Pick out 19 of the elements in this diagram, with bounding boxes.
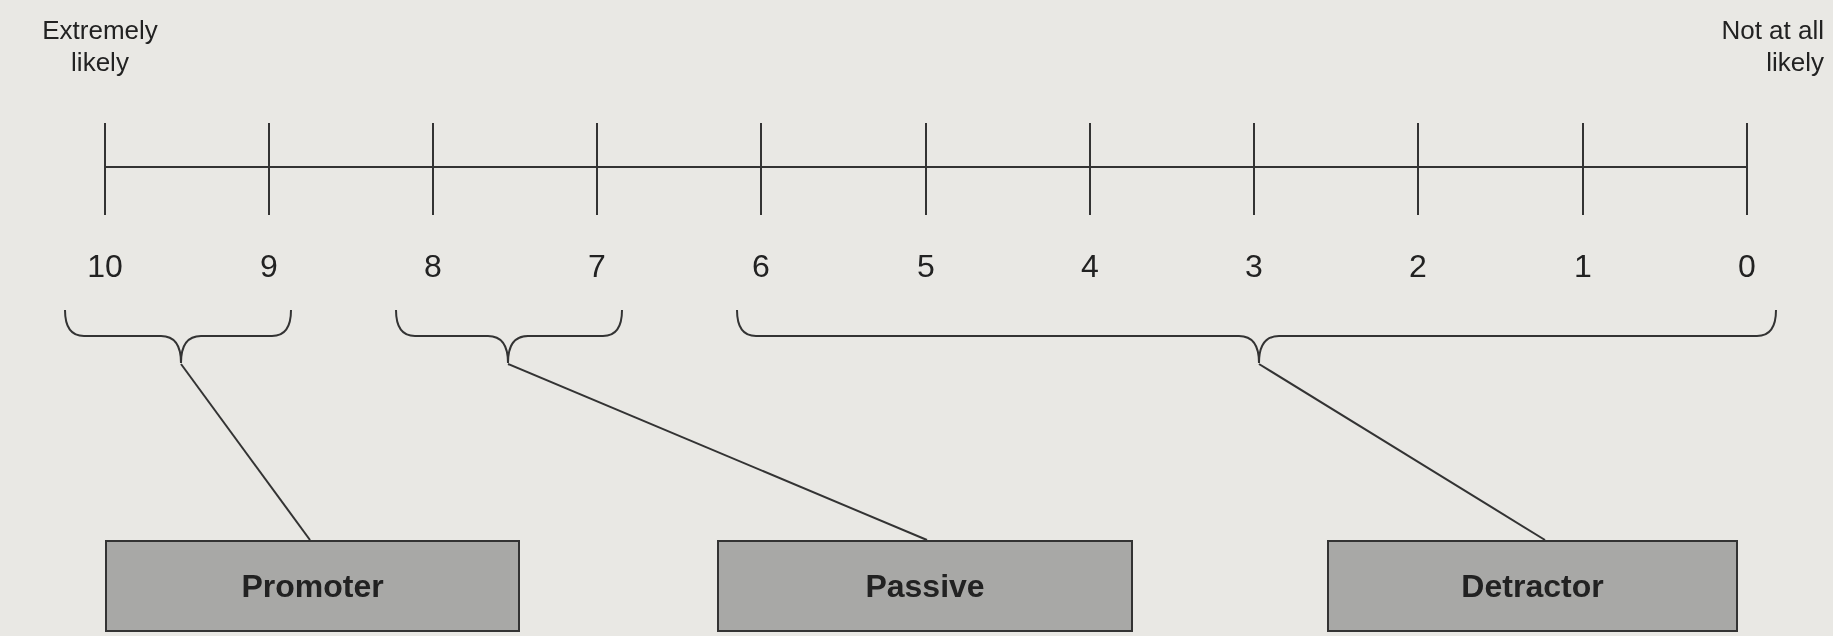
scale-number: 8 [424, 248, 442, 285]
category-box: Detractor [1327, 540, 1738, 632]
scale-number: 6 [752, 248, 770, 285]
leader-line [180, 363, 311, 541]
scale-number: 0 [1738, 248, 1756, 285]
scale-number: 2 [1409, 248, 1427, 285]
category-box: Passive [717, 540, 1133, 632]
scale-number: 5 [917, 248, 935, 285]
scale-number: 7 [588, 248, 606, 285]
scale-number: 1 [1574, 248, 1592, 285]
scale-number: 9 [260, 248, 278, 285]
scale-number: 3 [1245, 248, 1263, 285]
scale-end-label: Not at all likely [1720, 14, 1824, 78]
scale-number: 10 [87, 248, 123, 285]
category-box: Promoter [105, 540, 520, 632]
scale-number: 4 [1081, 248, 1099, 285]
scale-end-label: Extremely likely [41, 14, 159, 78]
leader-line [1258, 363, 1546, 541]
leader-line [507, 363, 928, 541]
